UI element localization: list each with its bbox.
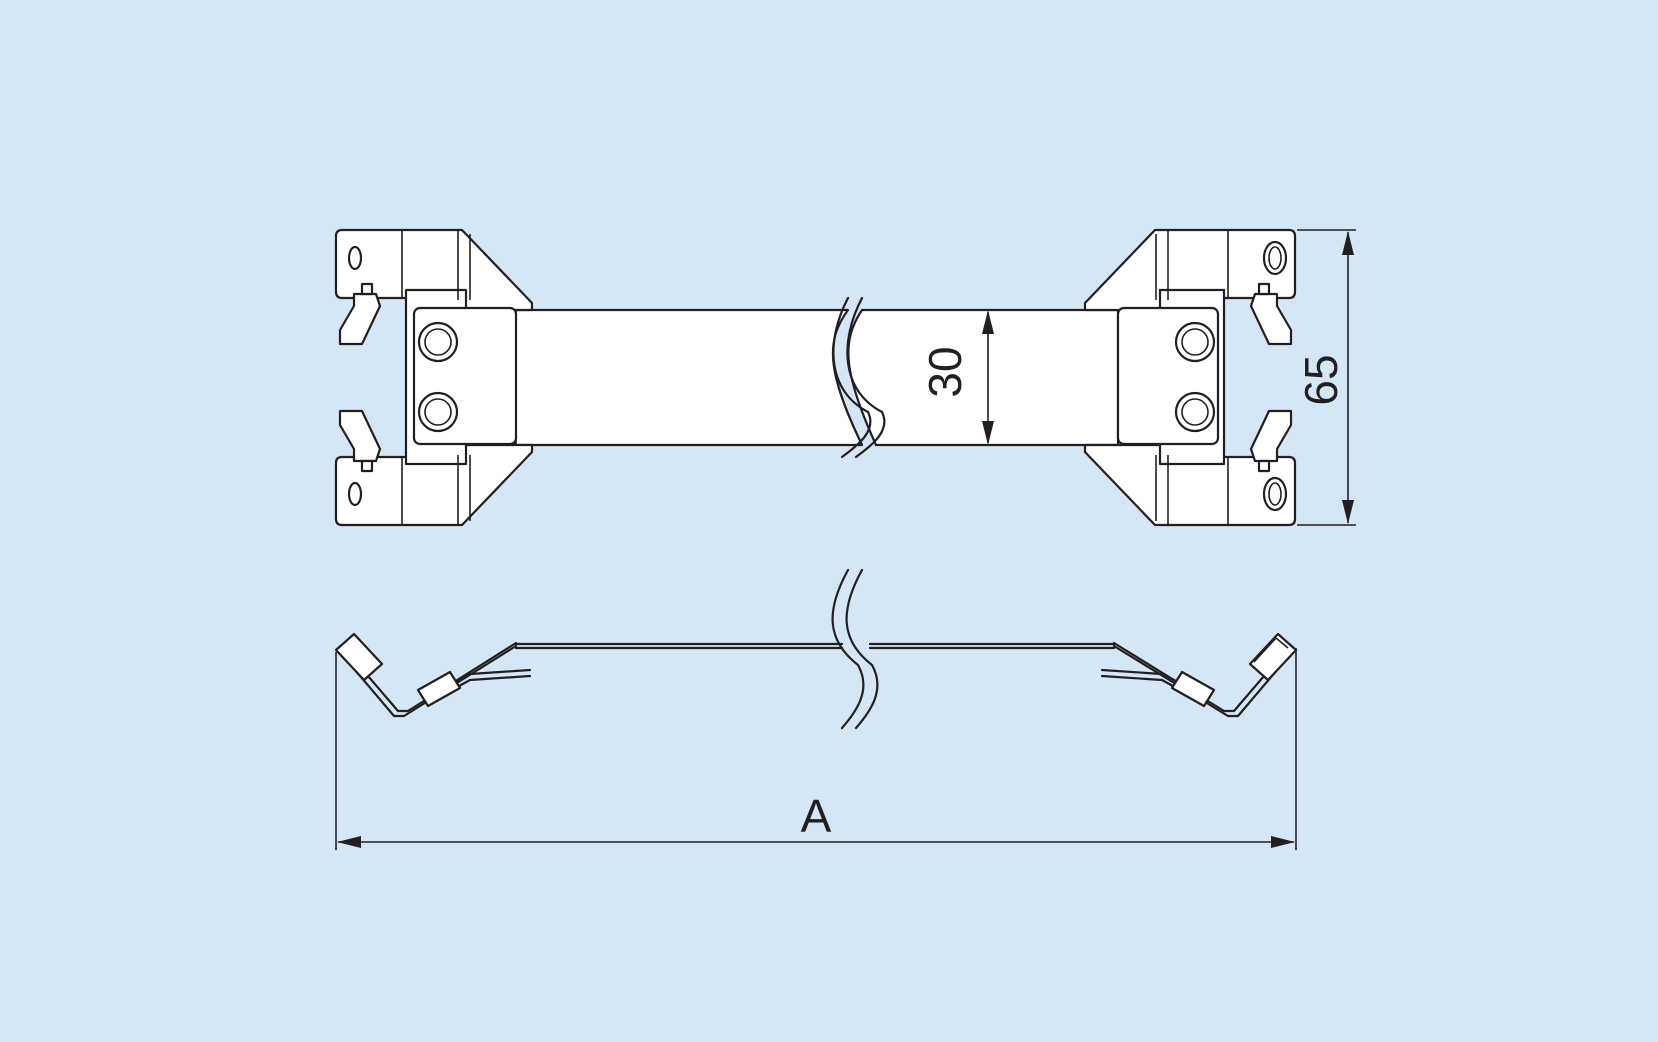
dimension-length-arrow-left [337,836,361,848]
left-clip-hole-bottom-inner [424,398,452,426]
left-hook-top [338,292,382,346]
right-hook-bottom-tip [1257,459,1271,473]
dimension-height-arrow-top [1342,231,1354,255]
side-left-end-tab [334,632,384,682]
left-clip-hole-top-inner [424,328,452,356]
right-hook-bottom [1249,409,1293,463]
side-strap-right [868,642,1116,650]
dimension-height: 65 [1295,229,1356,526]
dimension-height-arrow-bottom [1342,500,1354,524]
dimension-length-arrow-right [1271,836,1295,848]
dimension-length: A [335,648,1297,850]
side-left-arm [336,644,518,718]
side-right-arm [1112,644,1296,718]
left-slot-bottom [347,481,363,507]
break-mark-side-b [845,568,879,730]
side-strap-left [514,642,844,650]
side-left-clip-body [416,670,462,708]
right-clip-hole-bottom-inner [1181,398,1209,426]
dimension-width-arrow-bottom [982,421,994,445]
dimension-length-label: A [801,790,832,842]
right-clip-hole-top-inner [1181,328,1209,356]
right-hook-top [1249,292,1293,346]
break-mark-top-a [832,296,872,459]
strap-left [513,308,864,447]
side-right-clip-body [1170,670,1216,708]
right-bracket [1083,228,1297,527]
dimension-width-label: 30 [919,346,971,397]
right-slot-top [1262,240,1288,276]
right-slot-bottom [1262,476,1288,512]
side-view: A [334,568,1298,850]
right-hook-top-tip [1257,282,1271,296]
top-view: 30 65 [334,228,1356,527]
dimension-width: 30 [919,310,994,445]
left-hook-bottom-tip [360,459,374,473]
right-slot-bottom-inner [1268,482,1282,506]
dimension-width-arrow-top [982,310,994,334]
left-bracket [334,228,534,527]
break-mark-top-b [846,296,886,459]
side-right-end-tab-inner [1253,636,1289,663]
side-left-bracket [334,632,532,718]
left-hook-bottom [338,409,382,463]
left-hook-top-tip [360,282,374,296]
side-right-bracket [1100,632,1298,718]
right-slot-top-inner [1268,246,1282,270]
break-mark-side-a [831,568,865,730]
left-slot-top [347,245,363,271]
dimension-height-label: 65 [1295,354,1347,405]
